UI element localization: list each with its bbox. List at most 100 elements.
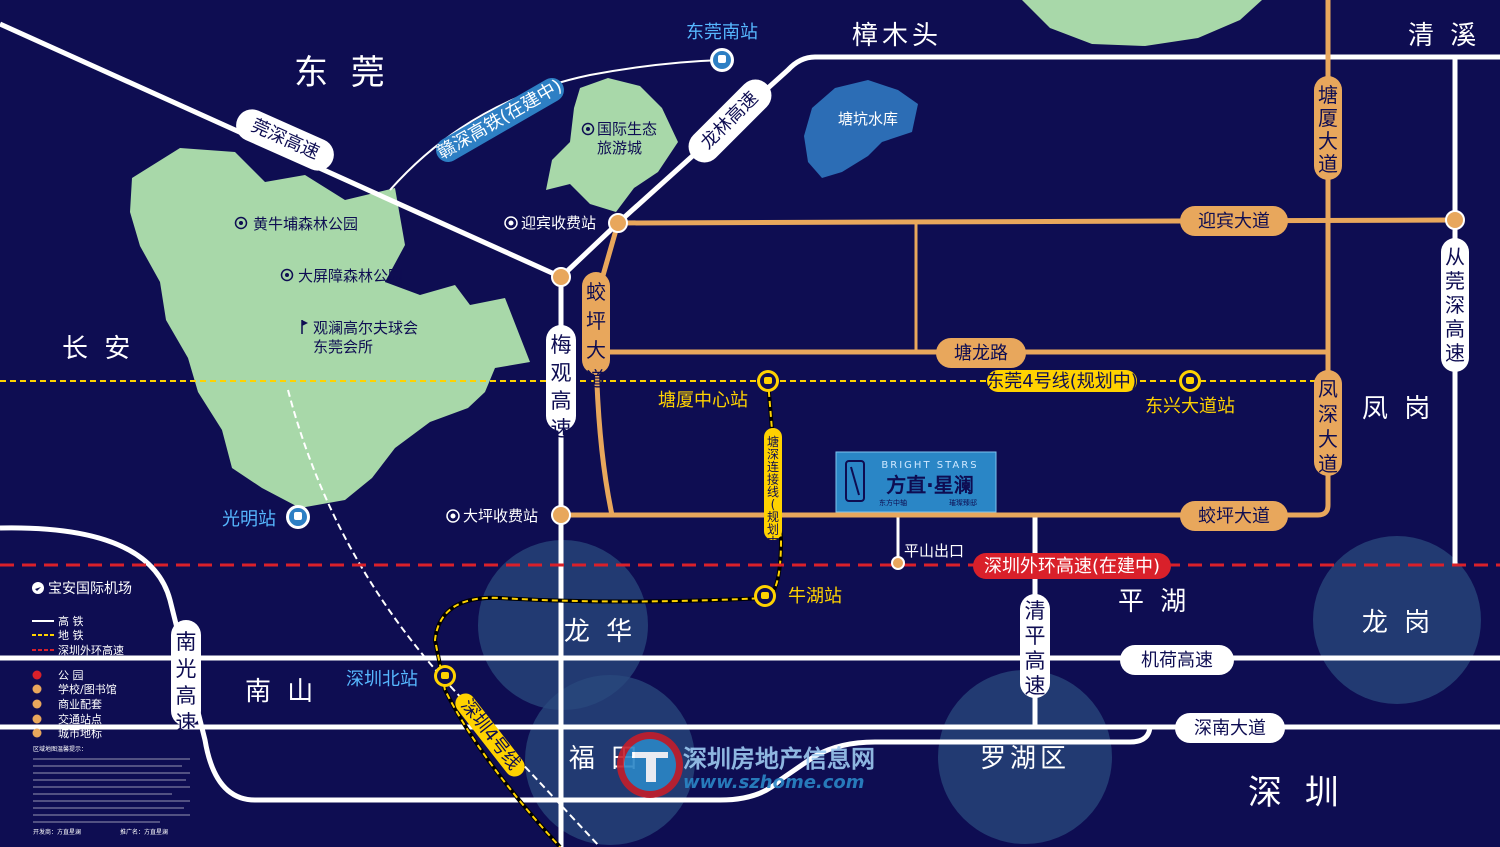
district-luohu: 罗湖区 <box>980 744 1070 774</box>
project-marker: BRIGHT STARS 方直·星澜 东方中轴 璀璨臻邸 <box>835 451 997 513</box>
yingbin-avenue-line <box>617 217 1456 226</box>
train-icon <box>286 505 310 529</box>
legend: 宝安国际机场 高 铁 地 铁 深圳外环高速 公 园 学校/图书馆 商业配套 交通… <box>32 581 190 836</box>
shennan-avenue-label: 深南大道 <box>1194 718 1266 739</box>
region-nanshan: 南 山 <box>245 677 317 707</box>
ganshen-hsr-line <box>389 59 723 191</box>
legend-landmark: 城市地标 <box>58 726 102 740</box>
qingping-expressway-label: 清平高速 <box>1025 599 1046 698</box>
region-zhangmutou: 樟木头 <box>852 21 942 51</box>
region-changan: 长 安 <box>62 334 134 364</box>
station-dongguan-south: 东莞南站 <box>686 22 758 43</box>
region-fenggang: 凤 岗 <box>1362 394 1434 424</box>
jiaoping-avenue-h-label: 蛟坪大道 <box>1198 506 1270 527</box>
park-icon <box>234 216 248 230</box>
region-shenzhen: 深 圳 <box>1248 773 1345 813</box>
jiaoping-avenue-v-label: 蛟坪大道 <box>586 280 606 391</box>
metro-icon <box>434 665 456 687</box>
station-guangming: 光明站 <box>222 509 276 530</box>
eco-city-area <box>546 78 678 212</box>
legend-notes-title: 区域地图温馨提示： <box>33 745 87 753</box>
project-tagline-right: 璀璨臻邸 <box>949 498 977 507</box>
toll-yingbin: 迎宾收费站 <box>521 214 596 232</box>
legend-transit: 交通站点 <box>58 712 102 726</box>
poi-huangniupu-park: 黄牛埔森林公园 <box>253 215 358 233</box>
district-circle-luohu <box>938 670 1112 844</box>
watermark: 深圳房地产信息网 www.szhome.com <box>617 732 875 798</box>
school-icon <box>32 684 42 694</box>
yingbin-avenue-label: 迎宾大道 <box>1198 211 1270 232</box>
watermark-cn: 深圳房地产信息网 <box>683 745 875 773</box>
legend-airport: 宝安国际机场 <box>48 581 132 597</box>
legend-hsr: 高 铁 <box>58 614 84 628</box>
legend-metro: 地 铁 <box>58 629 84 642</box>
poi-dapingzhang-park: 大屏障森林公园 <box>298 267 403 285</box>
nanguang-expressway-label: 南光高速 <box>176 630 197 735</box>
project-tagline-left: 东方中轴 <box>879 498 907 507</box>
legend-notes-lines <box>33 758 190 823</box>
tanglong-road-label: 塘龙路 <box>954 343 1008 364</box>
region-dongguan: 东 莞 <box>294 53 391 93</box>
forest-park-area <box>130 148 530 508</box>
toll-icon <box>504 216 518 230</box>
toll-icon <box>446 509 460 523</box>
legend-outer-ring: 深圳外环高速 <box>58 643 124 657</box>
tangkeng-reservoir <box>804 80 918 178</box>
legend-school: 学校/图书馆 <box>58 682 117 696</box>
park-icon <box>32 670 42 680</box>
vertical-road-labels: 塘厦大道 从莞深高速 蛟坪大道 梅观高速 凤深大道 塘深连接线(规划中) 南光高… <box>171 76 1469 735</box>
north-green-area <box>1022 0 1262 46</box>
junction-dots <box>551 210 1465 570</box>
legend-agent: 推广名：方直星澜 <box>120 828 168 836</box>
poi-eco-city-2: 旅游城 <box>597 139 642 157</box>
district-longhua: 龙 华 <box>564 617 636 647</box>
airplane-icon <box>32 582 44 594</box>
poi-pingshan-exit: 平山出口 <box>904 542 964 560</box>
metro-icon <box>757 370 779 392</box>
park-icon <box>280 268 294 282</box>
poi-golf-2: 东莞会所 <box>313 338 373 356</box>
train-icon <box>710 48 734 72</box>
toll-daping: 大坪收费站 <box>463 507 538 525</box>
station-tangxia-center: 塘厦中心站 <box>658 390 748 411</box>
region-pinghu: 平 湖 <box>1118 587 1190 617</box>
legend-commercial: 商业配套 <box>58 697 102 711</box>
metro-icon <box>1179 370 1201 392</box>
legend-developer: 开发商：方直星澜 <box>33 828 81 836</box>
transit-icon <box>32 714 42 724</box>
project-brand-en: BRIGHT STARS <box>881 460 978 471</box>
nanguang-expressway-line <box>0 525 1153 803</box>
project-logo-icon <box>845 460 865 502</box>
tangxia-avenue-label: 塘厦大道 <box>1318 83 1338 176</box>
meiguan-expressway-label: 梅观高速 <box>551 333 572 441</box>
fengshen-avenue-label: 凤深大道 <box>1318 377 1338 476</box>
legend-park: 公 园 <box>58 669 84 682</box>
congguan-expressway-label: 从莞深高速 <box>1445 245 1465 365</box>
dongguan-line4-label: 东莞4号线(规划中) <box>986 371 1138 392</box>
tangshen-link-label: 塘深连接线(规划中) <box>767 434 779 562</box>
project-name: 方直·星澜 <box>886 473 974 497</box>
guangming-hsr-line <box>287 389 601 847</box>
landmark-icon <box>32 728 42 738</box>
station-niuhu: 牛湖站 <box>788 586 842 607</box>
metro-icon <box>754 585 776 607</box>
jihe-expressway-label: 机荷高速 <box>1141 650 1213 671</box>
region-qingxi: 清 溪 <box>1408 21 1480 51</box>
longlin-expressway-line <box>559 54 1500 279</box>
commercial-icon <box>32 699 42 709</box>
park-icon <box>581 122 595 136</box>
fengshen-avenue-line <box>561 352 1331 518</box>
szhome-logo-icon <box>617 732 683 798</box>
white-roads <box>0 21 1500 847</box>
golf-icon <box>301 320 308 334</box>
station-dongxing-avenue: 东兴大道站 <box>1145 396 1235 417</box>
poi-eco-city-1: 国际生态 <box>597 120 657 138</box>
station-shenzhen-north: 深圳北站 <box>346 669 418 690</box>
station-markers <box>286 48 1201 687</box>
poi-golf-1: 观澜高尔夫球会 <box>313 319 418 337</box>
outer-ring-label: 深圳外环高速(在建中) <box>984 556 1160 577</box>
district-circle-longgang <box>1313 536 1481 704</box>
district-longgang: 龙 岗 <box>1362 608 1434 638</box>
watermark-url: www.szhome.com <box>683 772 865 793</box>
